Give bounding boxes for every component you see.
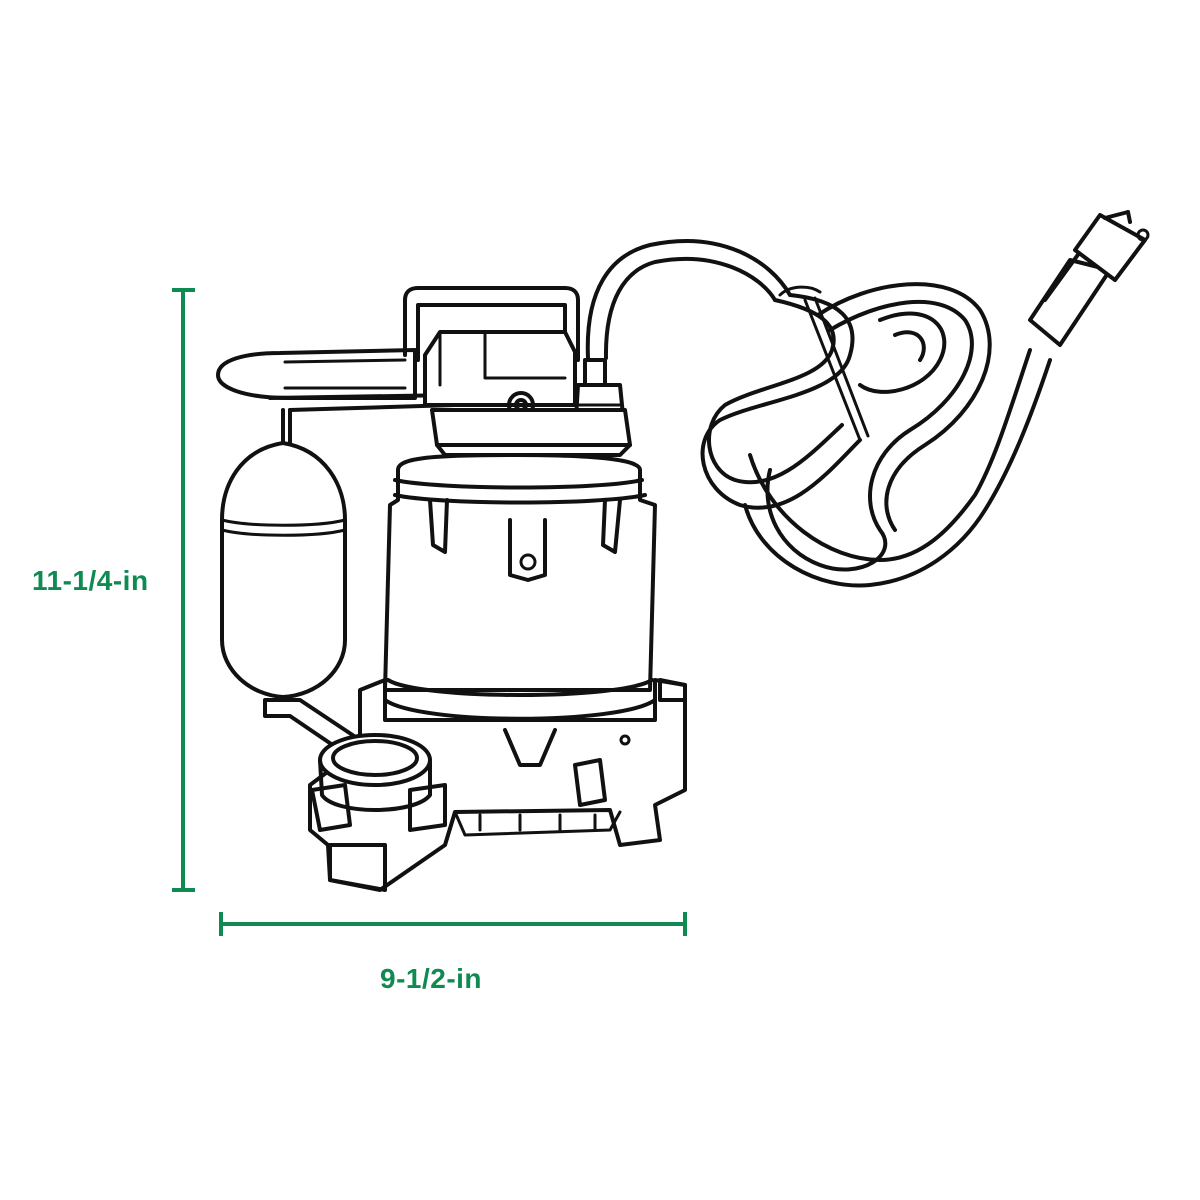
width-dimension-label: 9-1/2-in (380, 963, 483, 994)
pump-body-icon (308, 286, 687, 892)
float-switch-icon (216, 348, 457, 752)
height-dimension-line (172, 288, 195, 892)
width-dimension-line (219, 912, 687, 936)
power-cord-icon (585, 210, 1150, 588)
height-dimension-label: 11-1/4-in (32, 565, 149, 596)
